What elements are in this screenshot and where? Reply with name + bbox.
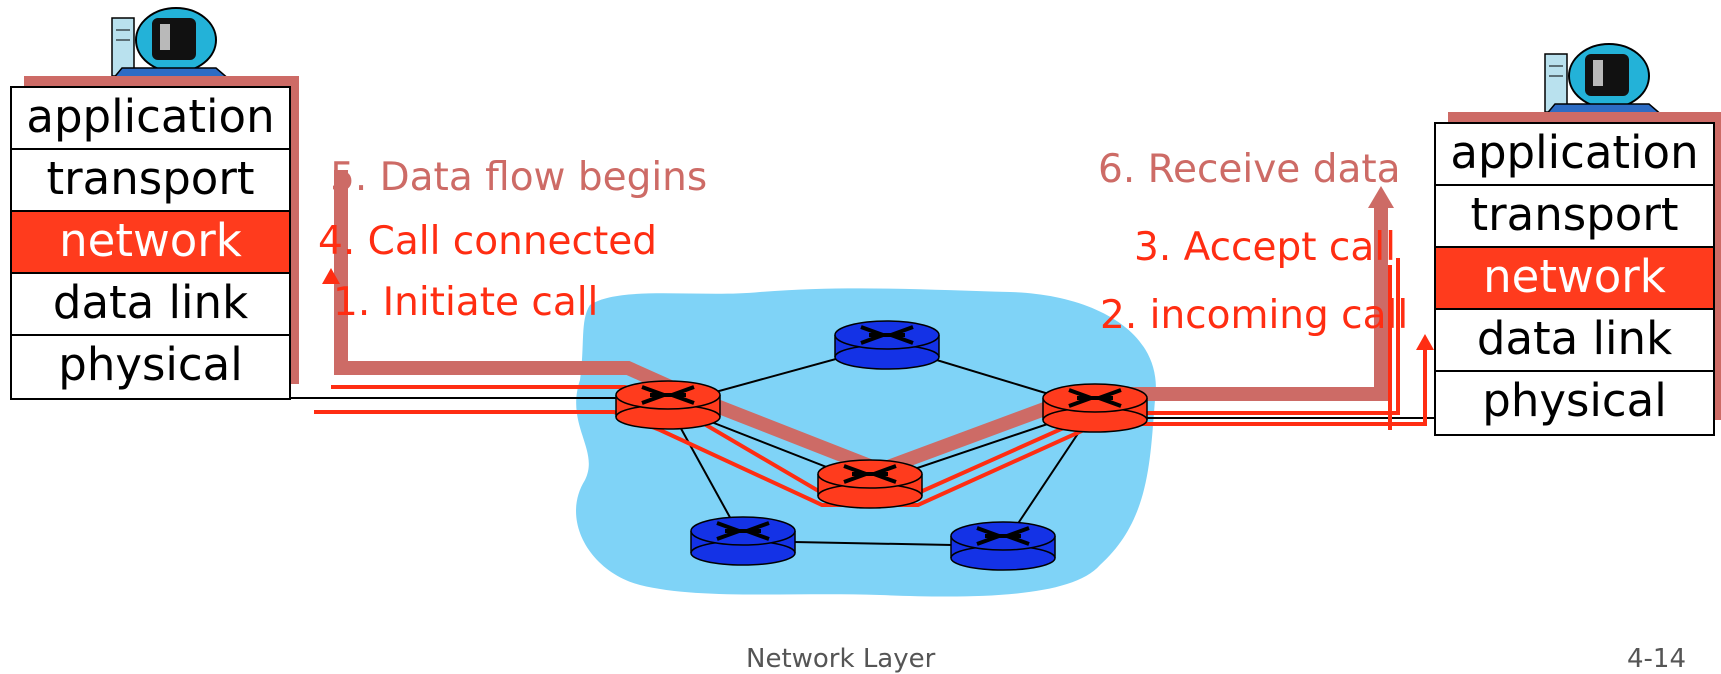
data-flow-arrowhead	[1368, 186, 1394, 208]
step-1-label: 1. Initiate call	[333, 280, 599, 325]
router-icon	[615, 380, 721, 430]
step-3-label: 3. Accept call	[1134, 225, 1396, 270]
layer-data-link: data link	[12, 274, 289, 336]
layer-transport: transport	[1436, 186, 1713, 248]
layer-physical: physical	[58, 338, 243, 391]
layer-application: application	[1436, 124, 1713, 186]
step-6-label: 6. Receive data	[1098, 147, 1401, 192]
layer-network: network	[1436, 248, 1713, 310]
layer-physical: physical	[1482, 374, 1667, 427]
router-icon	[1042, 383, 1148, 433]
router-icon	[834, 320, 940, 370]
computer-icon	[1543, 43, 1666, 117]
layer-network: network	[12, 212, 289, 274]
layer-data-link: data link	[1436, 310, 1713, 372]
right-protocol-stack: application transport network data link …	[1434, 122, 1715, 436]
incoming-call-arrowhead	[1416, 334, 1434, 350]
router-icon	[817, 459, 923, 509]
access-links	[290, 397, 1436, 419]
router-icon	[950, 521, 1056, 571]
computer-icon	[110, 7, 233, 81]
layer-transport: transport	[12, 150, 289, 212]
left-protocol-stack: application transport network data link …	[10, 86, 291, 400]
step-4-label: 4. Call connected	[318, 219, 658, 264]
call-connected-arrowhead	[322, 268, 340, 284]
step-2-label: 2. incoming call	[1100, 293, 1409, 338]
layer-application: application	[12, 88, 289, 150]
data-flow-path	[334, 170, 1388, 478]
footer-title: Network Layer	[746, 644, 936, 674]
router-icon	[690, 516, 796, 566]
step-5-label: 5. Data flow begins	[330, 155, 708, 200]
page-number: 4-14	[1627, 644, 1687, 674]
